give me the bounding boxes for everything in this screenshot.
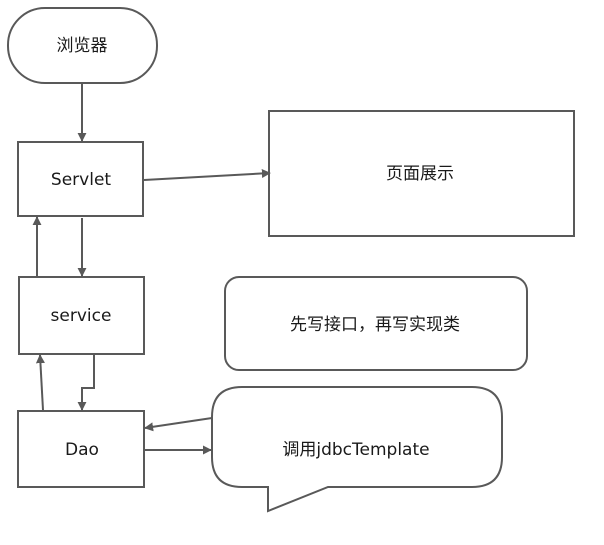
browser-node: 浏览器 xyxy=(7,7,158,84)
arrow-service-to-dao xyxy=(77,355,95,411)
servlet-label: Servlet xyxy=(51,170,111,190)
browser-label: 浏览器 xyxy=(57,36,108,56)
service-label: service xyxy=(51,306,112,326)
page-display-node: 页面展示 xyxy=(268,110,575,237)
arrow-jdbc-callout-to-dao xyxy=(144,417,213,432)
interface-note-node: 先写接口，再写实现类 xyxy=(224,276,528,371)
servlet-node: Servlet xyxy=(17,141,144,217)
jdbc-callout-label: 调用jdbcTemplate xyxy=(282,440,429,460)
arrow-servlet-to-page-display xyxy=(143,168,271,181)
jdbc-callout-node: 调用jdbcTemplate xyxy=(211,386,503,513)
dao-label: Dao xyxy=(65,440,99,460)
dao-node: Dao xyxy=(17,410,145,488)
arrow-dao-to-service xyxy=(35,354,45,411)
service-node: service xyxy=(18,276,145,355)
page-display-label: 页面展示 xyxy=(386,164,454,184)
callout-bubble xyxy=(211,386,503,513)
interface-note-label: 先写接口，再写实现类 xyxy=(290,315,460,335)
